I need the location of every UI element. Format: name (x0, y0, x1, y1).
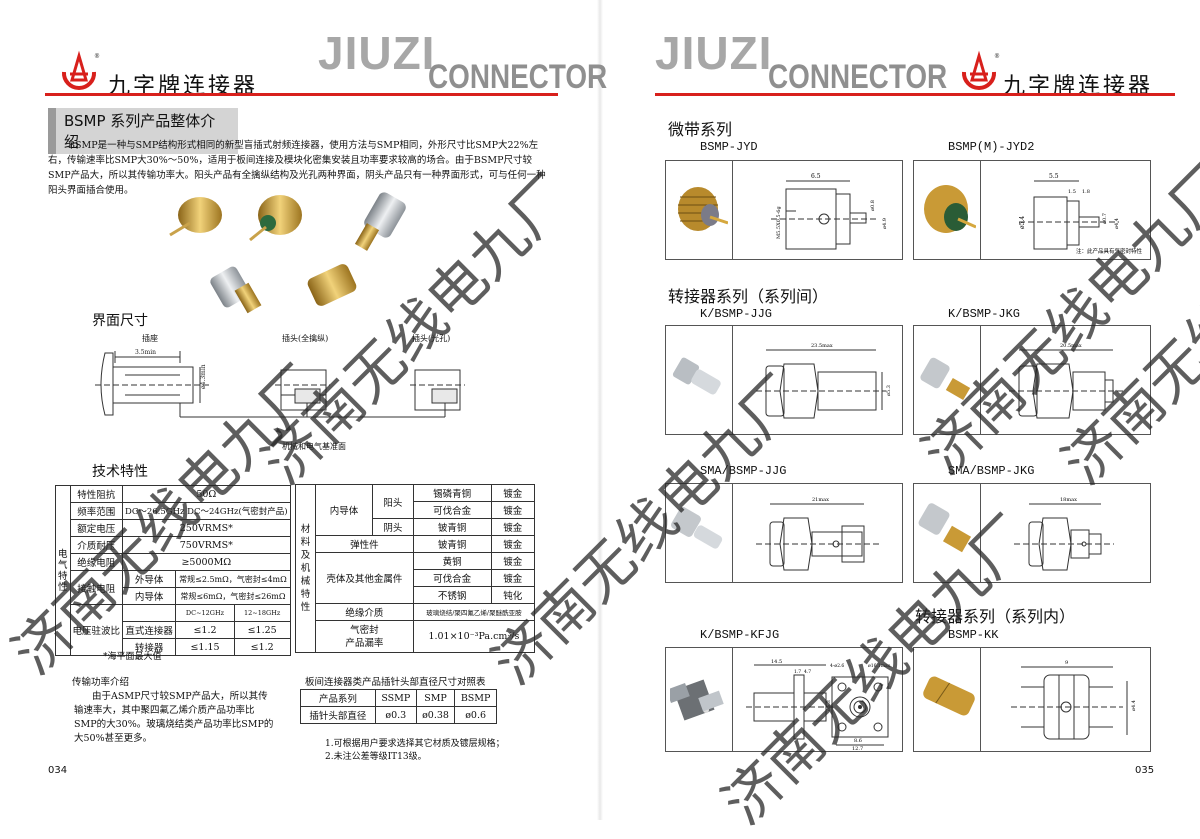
photo-bullet (307, 264, 357, 306)
svg-text:9: 9 (1065, 660, 1068, 666)
interface-label-full-detent: 插头(全擒纵) (282, 334, 329, 343)
interface-label-socket: 插座 (142, 334, 158, 343)
product-name: BSMP(M)-JYD2 (948, 140, 1035, 154)
interface-drawing: 3.5min ø4.3min (95, 349, 465, 418)
material-spec-table: 材料及机械特性 内导体 阳头 锡磷青铜镀金 可伐合金镀金 阴头铍青铜镀金 弹性件… (295, 484, 536, 653)
svg-text:1.7: 1.7 (794, 669, 801, 675)
section-title: BSMP 系列产品整体介绍 (48, 108, 238, 154)
jiuzi-logo-icon: ® (61, 50, 100, 91)
svg-text:1.8: 1.8 (1082, 189, 1090, 195)
brand-connector: CONNECTOR (428, 58, 608, 96)
svg-text:ø5.3: ø5.3 (886, 385, 892, 396)
svg-text:ø0.8: ø0.8 (870, 200, 876, 211)
page-spine (597, 0, 603, 820)
svg-text:12.7: 12.7 (852, 746, 863, 751)
svg-text:4.7: 4.7 (804, 669, 811, 675)
jiuzi-logo-icon-right: ® (961, 50, 1000, 91)
svg-text:23.5max: 23.5max (811, 343, 833, 349)
svg-text:ø4.3min: ø4.3min (200, 364, 207, 389)
product-card-bsmp-kk: 9 ø4.4 (913, 647, 1151, 752)
page-number-right: 035 (1135, 765, 1155, 776)
header-divider-right (655, 93, 1175, 96)
product-card-bsmp-jyd2: 5.5 1.5 1.8 ø5.4 ø0.7 ø4.4 注：此产品具有气密封特性 (913, 160, 1151, 260)
svg-text:18max: 18max (1060, 497, 1077, 503)
interface-label-smooth-bore: 插头(光孔) (412, 334, 451, 343)
product-name: SMA/BSMP-JKG (948, 464, 1035, 478)
svg-text:1.5: 1.5 (1068, 189, 1076, 195)
svg-text:ø5.4: ø5.4 (1019, 216, 1026, 229)
svg-text:®: ® (994, 53, 1000, 60)
photo-adapter-1 (354, 192, 406, 251)
product-card-k-bsmp-jjg: 23.5max ø5.3 (665, 325, 903, 435)
product-card-bsmp-jyd: 6.5 M5.5X0.5-6g ø0.8 ø4.9 (665, 160, 903, 260)
product-card-k-bsmp-kfjg: 14.5 1.7 4.7 4-ø2.6 ø16.1max ø5.3 8.6 12… (665, 647, 903, 752)
svg-text:ø4.4: ø4.4 (1131, 700, 1137, 711)
photo-jyd (169, 197, 222, 237)
svg-text:ø0.7: ø0.7 (1102, 213, 1108, 224)
page-number-left: 034 (48, 765, 68, 776)
svg-text:ø4.9: ø4.9 (882, 218, 888, 229)
svg-text:®: ® (94, 53, 100, 60)
brand-connector-right: CONNECTOR (768, 58, 948, 96)
product-card-sma-bsmp-jkg: 18max (913, 483, 1151, 583)
interface-title: 界面尺寸 (92, 313, 148, 329)
svg-text:4-ø2.6: 4-ø2.6 (830, 663, 844, 669)
product-name: BSMP-KK (948, 628, 999, 642)
svg-text:6.5: 6.5 (811, 173, 821, 180)
electrical-footnote: *海平面最大值 (103, 652, 162, 662)
svg-text:3.5min: 3.5min (135, 349, 156, 356)
svg-text:14.5: 14.5 (771, 659, 782, 665)
product-name: BSMP-JYD (700, 140, 758, 154)
photo-jyd2 (249, 195, 302, 242)
series-within-title: 转接器系列（系列内） (915, 607, 1076, 626)
product-name: K/BSMP-KFJG (700, 628, 780, 642)
electrical-group-label: 电气特性 (55, 485, 71, 656)
tech-title: 技术特性 (92, 464, 148, 480)
svg-text:M5.5X0.5-6g: M5.5X0.5-6g (776, 206, 782, 239)
svg-text:ø5.3: ø5.3 (826, 700, 832, 711)
product-name: K/BSMP-JJG (700, 307, 773, 321)
svg-text:ø16.1max: ø16.1max (868, 663, 891, 669)
power-title: 传输功率介绍 (72, 677, 130, 688)
svg-text:注：此产品具有气密封特性: 注：此产品具有气密封特性 (1076, 247, 1143, 255)
reference-plane-label: 机械和电气基准面 (282, 442, 346, 451)
svg-text:20.5max: 20.5max (1060, 343, 1082, 349)
product-name: K/BSMP-JKG (948, 307, 1021, 321)
series-microstrip-title: 微带系列 (668, 120, 733, 139)
product-photos (169, 192, 406, 314)
brand-jiuzi: JIUZI (318, 27, 436, 79)
brand-jiuzi-right: JIUZI (655, 27, 773, 79)
svg-text:8.6: 8.6 (854, 738, 862, 744)
product-card-sma-bsmp-jjg: 21max (665, 483, 903, 583)
intro-paragraph: BSMP是一种与SMP结构形式相同的新型盲插式射频连接器，使用方法与SMP相同，… (48, 140, 546, 196)
photo-adapter-2 (210, 266, 262, 314)
svg-text:ø4.4: ø4.4 (1114, 218, 1120, 229)
power-text: 由于ASMP尺寸较SMP产品大，所以其传输速率大，其中聚四氟乙烯介质产品功率比S… (74, 691, 274, 744)
notes: 1.可根据用户要求选择其它材质及镀层规格；2.未注公差等级IT13级。 (325, 739, 505, 762)
product-name: SMA/BSMP-JJG (700, 464, 787, 478)
svg-text:21max: 21max (812, 497, 829, 503)
svg-text:5.5: 5.5 (1049, 173, 1059, 180)
header-divider (45, 93, 558, 96)
product-card-k-bsmp-jkg: 20.5max (913, 325, 1151, 435)
series-between-title: 转接器系列（系列间） (668, 287, 829, 306)
pin-table-title: 板间连接器类产品插针头部直径尺寸对照表 (305, 677, 486, 688)
